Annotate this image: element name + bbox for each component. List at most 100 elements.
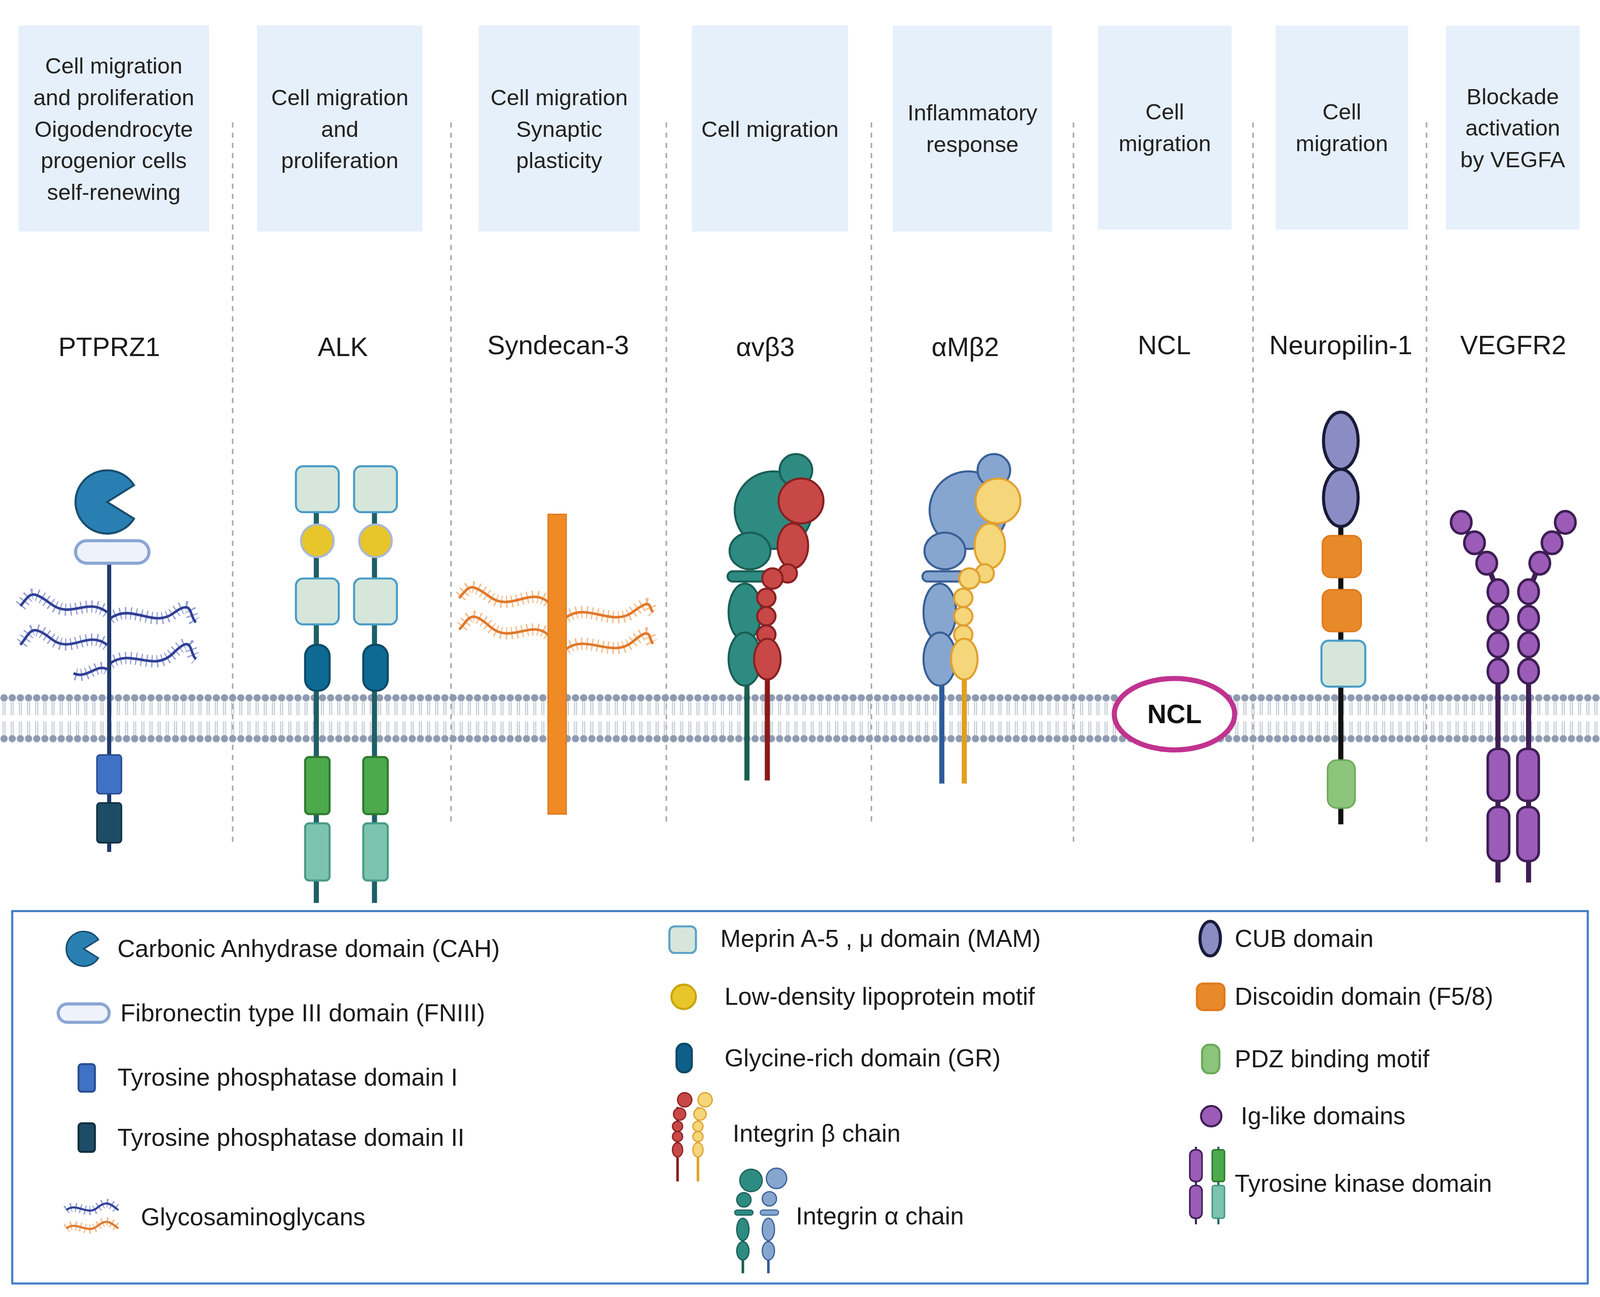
legend-swatch	[1199, 921, 1220, 957]
legend-icon-kinase-part	[1189, 1185, 1203, 1219]
legend-icon-integrin-alpha-part	[736, 1242, 749, 1261]
legend-text: Carbonic Anhydrase domain (CAH)	[117, 933, 500, 965]
receptor-name: Syndecan-3	[445, 328, 671, 362]
ptprz1-receptor-part-part	[110, 607, 197, 623]
legend-icon-integrin-alpha-part	[734, 1210, 754, 1216]
receptor-name: αMβ2	[852, 330, 1078, 364]
node-text: NCL	[1147, 698, 1203, 731]
legend-text: CUB domain	[1234, 923, 1374, 955]
vegfr2-receptor-part	[1451, 511, 1510, 883]
syndecan-receptor-part-part	[566, 633, 653, 650]
function-box: Cell migration	[1275, 25, 1409, 230]
syndecan-receptor-part-part	[566, 633, 653, 650]
legend-icon-fniii	[58, 1004, 110, 1023]
legend-icon-integrin-beta-part	[693, 1108, 707, 1121]
node-text: Cell migration	[697, 112, 842, 145]
legend-swatch	[78, 1064, 96, 1092]
ptprz1-receptor-part-part	[20, 594, 108, 613]
ptprz1-receptor-part-part	[73, 668, 108, 676]
legend-icon-integrin-alpha-part	[766, 1168, 787, 1189]
legend-swatch	[1201, 1106, 1222, 1127]
legend-icon-integrin-beta-part	[672, 1131, 683, 1142]
legend-icon-integrin-beta-part	[672, 1121, 683, 1132]
legend-text: Meprin A-5 , μ domain (MAM)	[720, 923, 1041, 955]
ptprz1-receptor-part-part	[20, 630, 108, 646]
alk-receptor	[295, 466, 398, 903]
legend-swatch	[676, 1043, 692, 1073]
ellipse-outline	[1114, 678, 1235, 750]
legend-icon-integrin-beta-part	[692, 1142, 704, 1158]
legend-icon-integrin-alpha-part	[736, 1218, 749, 1241]
node-text: Cell migration	[1104, 96, 1226, 160]
receptor-name: αvβ3	[652, 330, 878, 364]
legend-text: Tyrosine kinase domain	[1234, 1168, 1493, 1200]
legend-icon-integrin-beta-part	[692, 1131, 704, 1142]
legend-text: Integrin α chain	[795, 1201, 965, 1232]
alk-receptor-part	[354, 466, 398, 903]
node-text: Cell migration and proliferation	[263, 81, 417, 177]
integrin-avb3-part	[757, 607, 776, 626]
legend-icon-cah-part	[66, 931, 99, 967]
integrin-avb3-part	[757, 588, 776, 608]
receptor-name: PTPRZ1	[0, 330, 222, 364]
integrin-avb3	[727, 453, 824, 781]
ptprz1-receptor-part	[96, 803, 122, 844]
legend-icon-kinase-part	[1212, 1185, 1225, 1219]
alk-receptor-part	[295, 466, 339, 903]
ptprz1-receptor-part	[96, 754, 122, 794]
legend-text: Tyrosine phosphatase domain I	[117, 1062, 458, 1094]
node-text: Inflammatory response	[898, 96, 1046, 161]
legend-icon-integrin-beta-part	[673, 1108, 687, 1121]
cell-membrane	[0, 693, 1600, 744]
legend-text: PDZ binding motif	[1234, 1043, 1430, 1075]
legend-text: Discoidin domain (F5/8)	[1234, 981, 1494, 1013]
syndecan-receptor-part	[547, 514, 567, 815]
legend-icon-gag-part	[66, 1203, 119, 1211]
legend-frame	[12, 911, 1589, 1284]
syndecan-receptor-part-part	[459, 587, 548, 602]
legend-icon-integrin-alpha-part	[762, 1218, 775, 1241]
legend-icon-gag	[66, 1203, 119, 1230]
vegfr2-receptor-part	[1517, 511, 1576, 883]
legend-swatch	[78, 1123, 96, 1152]
legend-text: Fibronectin type III domain (FNIII)	[120, 998, 486, 1029]
integrin-amb2-part	[961, 663, 967, 784]
ptprz1-receptor-part-part	[20, 630, 108, 646]
neuropilin-receptor-part	[1323, 412, 1359, 470]
legend-icon-kinase-part	[1212, 1150, 1225, 1182]
receptor-name: Neuropilin-1	[1228, 328, 1454, 362]
integrin-avb3-part	[777, 523, 809, 569]
node-text: Cell migration	[1281, 96, 1402, 160]
ptprz1-receptor-part-part	[110, 607, 197, 623]
legend-text: Glycosaminoglycans	[140, 1202, 366, 1233]
legend-icon-integrin-alpha	[734, 1168, 787, 1274]
legend-swatch	[671, 984, 696, 1010]
syndecan-receptor-part-part	[566, 604, 653, 618]
node-text: Cell migration and proliferation Oigoden…	[24, 49, 204, 208]
neuropilin-receptor-part	[1322, 535, 1362, 578]
legend-icon-integrin-alpha-part	[736, 1192, 751, 1208]
syndecan-receptor	[459, 514, 653, 815]
legend-icon-cah	[66, 931, 99, 967]
integrin-amb2-part	[924, 532, 966, 570]
integrin-amb2-part	[958, 568, 980, 589]
legend-icon-gag-part	[66, 1221, 119, 1230]
integrin-avb3-part	[754, 638, 781, 680]
legend-icon-integrin-beta-part	[692, 1121, 704, 1132]
integrin-amb2-part	[974, 523, 1006, 569]
neuropilin-receptor-part	[1322, 590, 1362, 632]
legend-icon-kinase-part	[1189, 1150, 1203, 1182]
legend-swatch	[1202, 1044, 1220, 1074]
syndecan-receptor-part-part	[459, 616, 548, 635]
ptprz1-receptor-part-part	[110, 644, 197, 664]
syndecan-receptor-part-part	[459, 587, 548, 602]
receptor-name: ALK	[230, 330, 456, 364]
legend-text: Integrin β chain	[732, 1118, 901, 1150]
ptprz1-receptor	[20, 470, 196, 853]
function-box: Cell migration	[1097, 25, 1232, 230]
receptor-name: NCL	[1052, 328, 1277, 362]
legend-swatch	[1197, 983, 1225, 1011]
ptprz1-receptor-part-part	[73, 668, 108, 676]
node-text: Cell migration Synaptic plasticity	[484, 81, 634, 177]
